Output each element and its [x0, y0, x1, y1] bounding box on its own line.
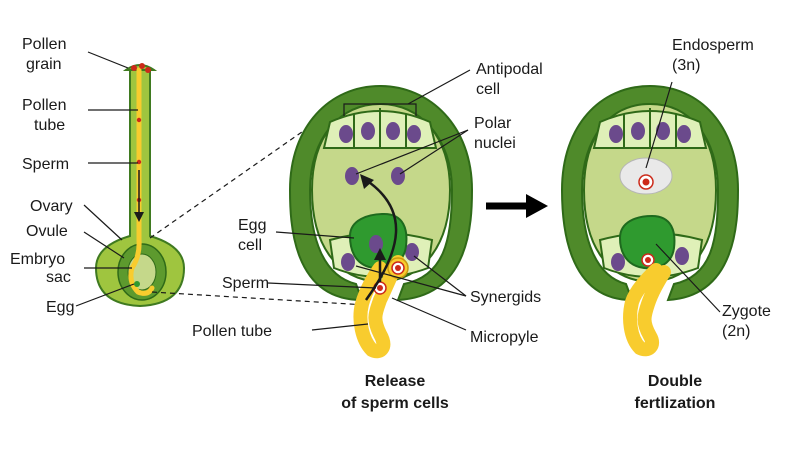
label-pollen-tube-line1: Pollen: [22, 97, 66, 114]
label-zygote-line2: (2n): [722, 323, 750, 340]
antipodal-nucleus-right: [631, 122, 645, 140]
label-micropyle: Micropyle: [470, 329, 539, 346]
left-leaders: [75, 51, 138, 307]
antipodal-nucleus: [386, 122, 400, 140]
label-antipodal-line1: Antipodal: [476, 61, 543, 78]
antipodal-nucleus: [407, 125, 421, 143]
pollen-grain-dot: [139, 63, 145, 69]
label-egg-left: Egg: [46, 299, 74, 316]
pollen-tube-mid: [353, 255, 405, 359]
transition-arrowhead: [526, 194, 548, 218]
polar-nucleus: [345, 167, 359, 185]
label-ovule: Ovule: [26, 223, 68, 240]
label-pollen-grain-line1: Pollen: [22, 36, 66, 53]
antipodal-nucleus-right: [609, 125, 623, 143]
synergid-nucleus-right: [675, 247, 689, 265]
label-polar-line1: Polar: [474, 115, 512, 132]
antipodal-bracket: [343, 103, 417, 116]
caption-release-line1: Release: [365, 373, 426, 390]
pollen-tube-right: [623, 263, 671, 357]
antipodal-nucleus: [361, 122, 375, 140]
sperm-path-arrowhead: [360, 174, 374, 189]
label-pollen-tube-mid: Pollen tube: [192, 323, 272, 340]
zygote-cell: [618, 214, 676, 270]
sperm-cell-core: [377, 285, 383, 291]
right-leaders: [645, 81, 721, 313]
middle-leaders: [267, 69, 471, 331]
synergid-nucleus-right: [611, 253, 625, 271]
label-zygote-line1: Zygote: [722, 303, 771, 320]
polar-nucleus: [391, 167, 405, 185]
label-pollen-grain-line2: grain: [26, 56, 62, 73]
pistil: [94, 63, 186, 308]
egg-nucleus: [369, 235, 383, 253]
label-sperm-mid: Sperm: [222, 275, 269, 292]
synergid-nucleus: [341, 253, 355, 271]
caption-double-line2: fertlization: [635, 395, 716, 412]
ovule-release: [288, 84, 474, 359]
label-embryo-sac-line1: Embryo: [10, 251, 65, 268]
label-pollen-tube-line2: tube: [34, 117, 65, 134]
label-endosperm-line1: Endosperm: [672, 37, 754, 54]
zoom-line-top: [149, 103, 343, 239]
label-sperm-left: Sperm: [22, 156, 69, 173]
caption-double-line1: Double: [648, 373, 702, 390]
egg-small: [134, 281, 140, 287]
label-egg-cell-line1: Egg: [238, 217, 266, 234]
sperm-path-arrow: [364, 178, 398, 301]
sperm-path-arrowhead: [374, 248, 386, 260]
antipodal-nucleus-right: [656, 122, 670, 140]
label-synergids: Synergids: [470, 289, 541, 306]
sperm-dot: [136, 117, 142, 123]
label-ovary: Ovary: [30, 198, 73, 215]
pollen-grain-dot: [131, 65, 137, 71]
zygote-nucleus-core: [645, 257, 651, 263]
antipodal-nucleus: [339, 125, 353, 143]
sperm-direction-arrowhead: [134, 212, 144, 222]
label-polar-line2: nuclei: [474, 135, 516, 152]
caption-release-line2: of sperm cells: [341, 395, 449, 412]
pollen-tube-small: [128, 67, 155, 296]
antipodal-nucleus-right: [677, 125, 691, 143]
label-egg-cell-line2: cell: [238, 237, 262, 254]
ovule-fertilized: [560, 84, 740, 357]
label-antipodal-line2: cell: [476, 81, 500, 98]
pollen-grain-dot: [145, 67, 151, 73]
sperm-cell-core: [395, 265, 401, 271]
label-embryo-sac-line2: sac: [46, 269, 71, 286]
label-endosperm-line2: (3n): [672, 57, 700, 74]
endosperm-nucleus-core: [642, 178, 650, 186]
